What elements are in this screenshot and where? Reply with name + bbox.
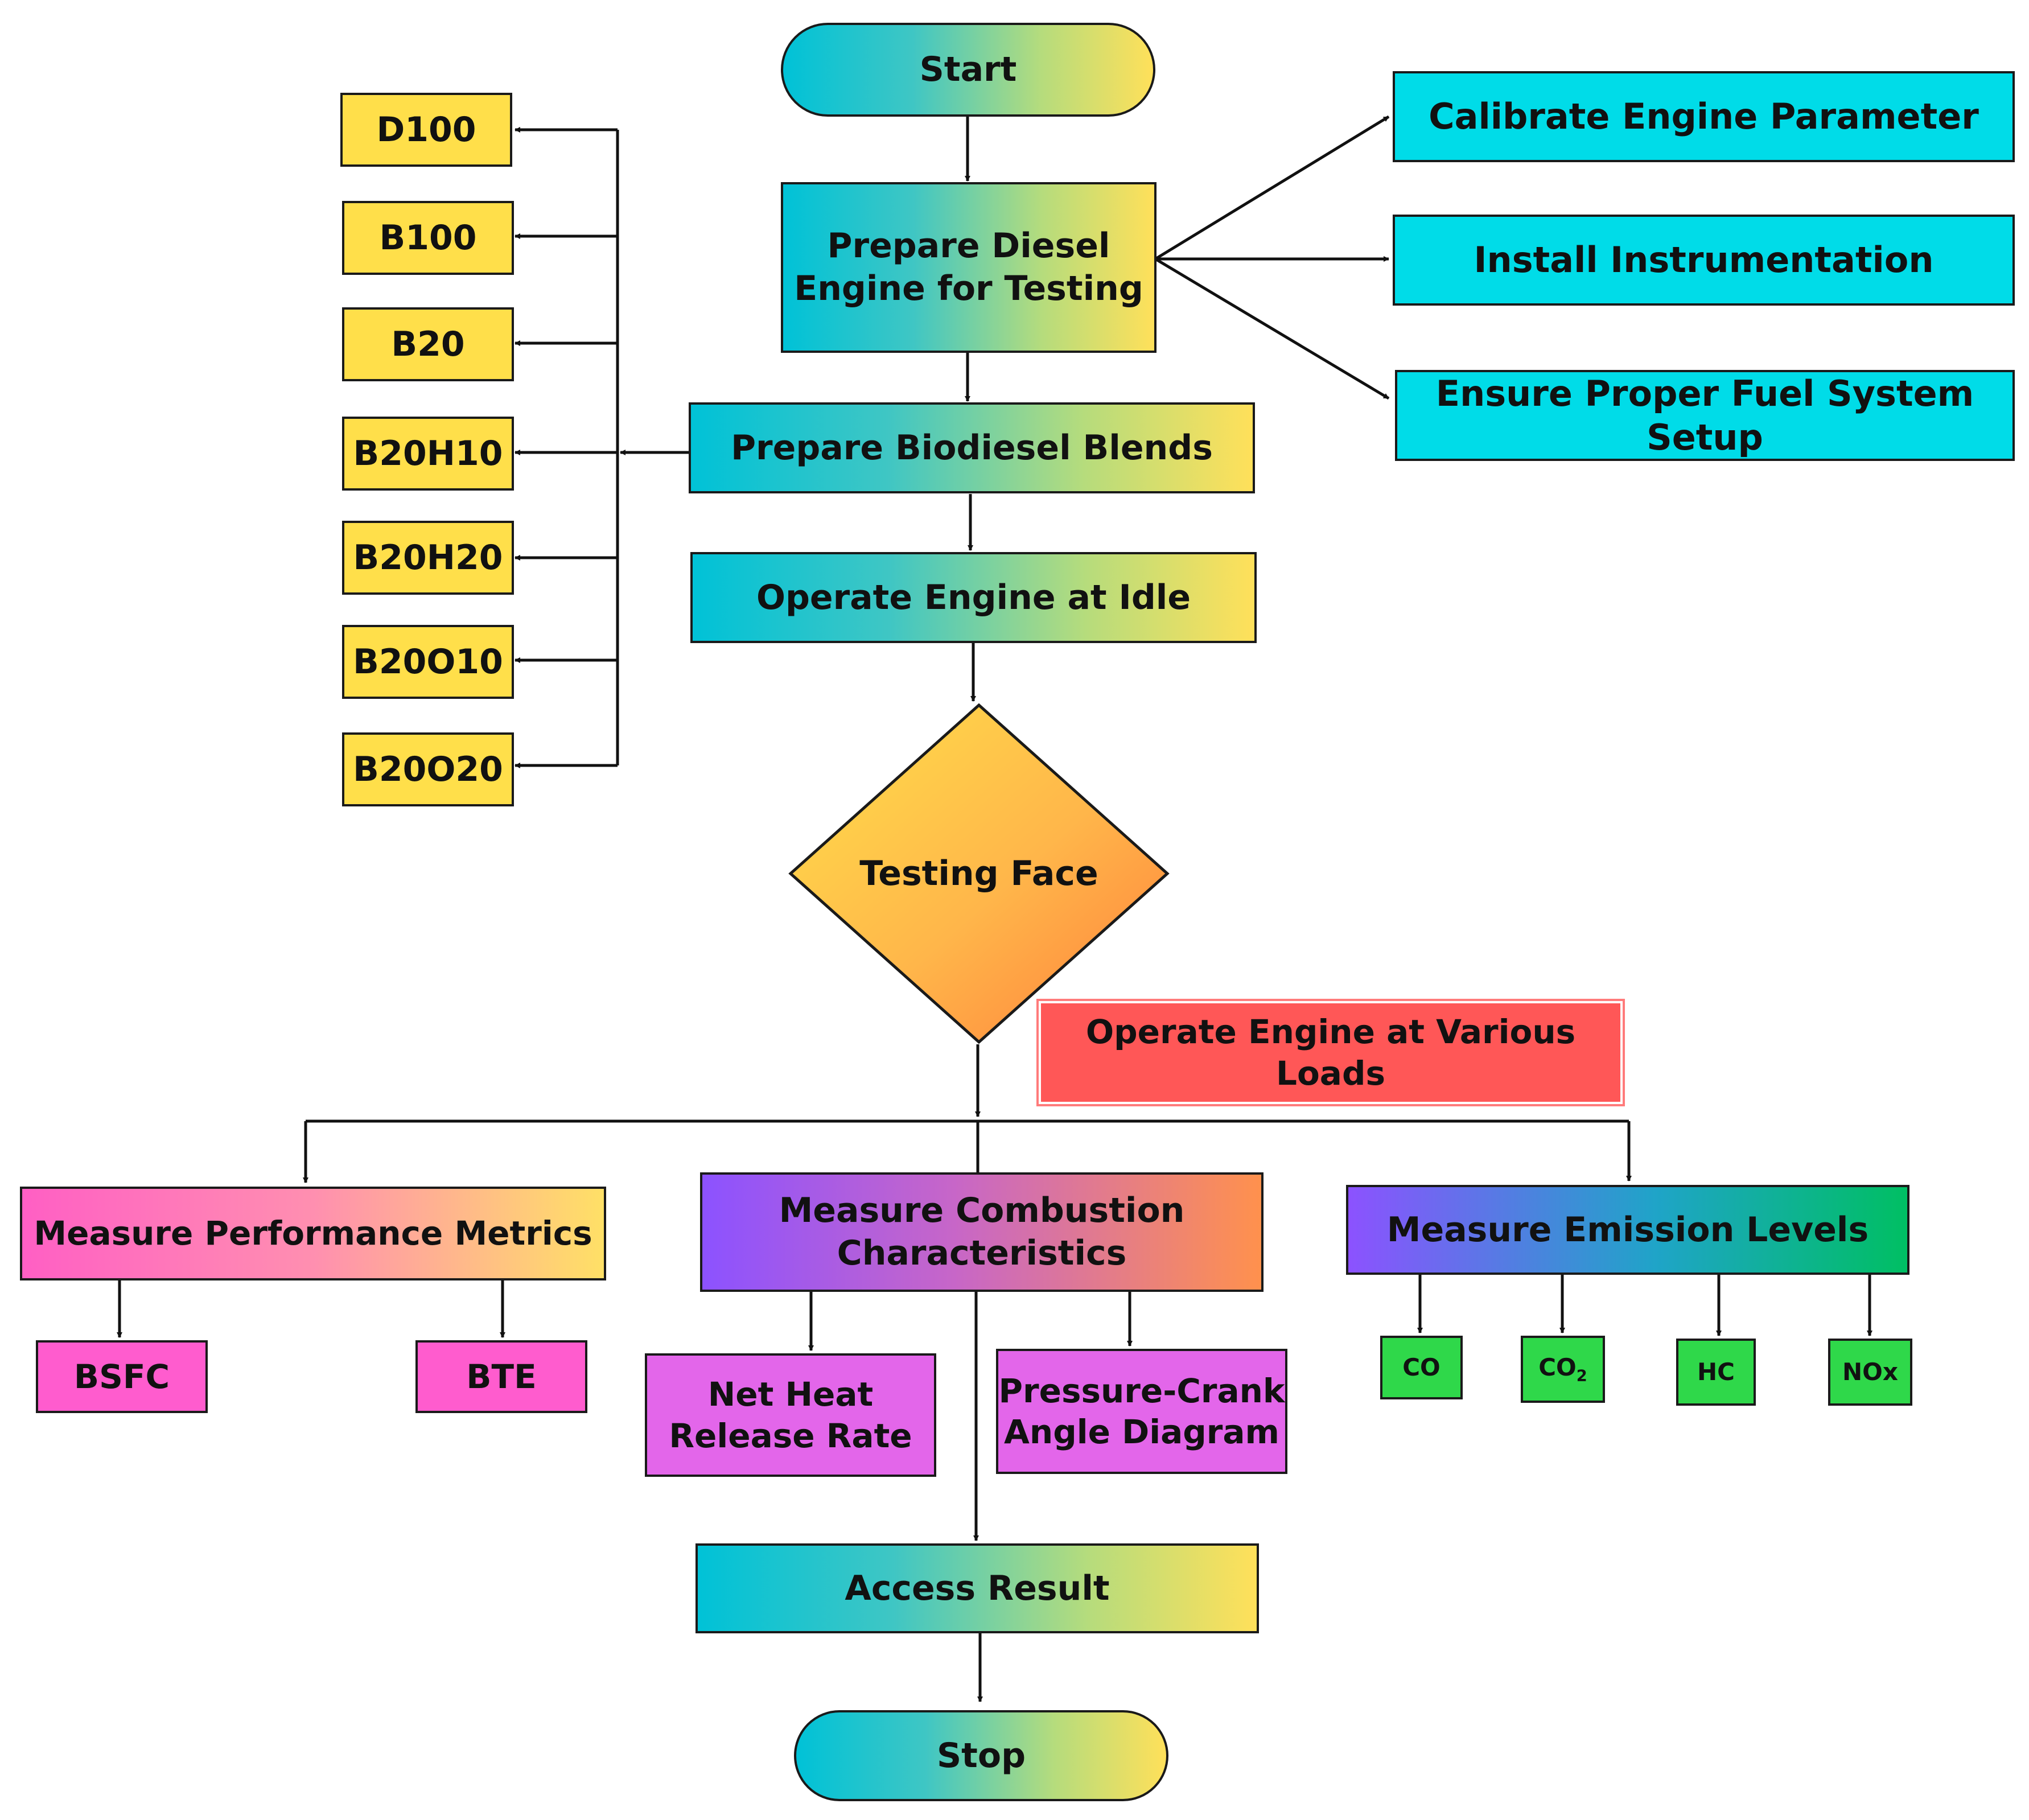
install-node: Install Instrumentation — [1393, 215, 2015, 306]
blend-label: B20H20 — [353, 537, 503, 578]
access-result-node: Access Result — [695, 1543, 1259, 1633]
performance-node: Measure Performance Metrics — [20, 1187, 606, 1280]
net-heat-node: Net Heat Release Rate — [645, 1353, 936, 1477]
prepare-engine-label: Prepare Diesel Engine for Testing — [794, 226, 1143, 308]
net-heat-label: Net Heat Release Rate — [669, 1375, 912, 1455]
edge-prepare-calibrate — [1154, 115, 1390, 261]
co2-node: CO2 — [1521, 1336, 1605, 1403]
diamond-shape — [788, 703, 1170, 1044]
stop-node: Stop — [794, 1710, 1168, 1801]
blend-label: D100 — [376, 109, 476, 150]
prepare-blends-label: Prepare Biodiesel Blends — [731, 427, 1213, 468]
blend-d100: D100 — [340, 93, 512, 167]
edge-prepare-fuel — [1154, 257, 1390, 400]
combustion-label: Measure Combustion Characteristics — [779, 1191, 1185, 1273]
testing-face-label: Testing Face — [859, 854, 1098, 893]
blend-label: B20 — [391, 324, 465, 364]
blend-b20h20: B20H20 — [342, 521, 514, 595]
bsfc-label: BSFC — [73, 1357, 170, 1396]
nox-label: NOx — [1842, 1357, 1898, 1386]
access-result-label: Access Result — [845, 1568, 1110, 1608]
hc-label: HC — [1697, 1357, 1735, 1386]
pressure-crank-node: Pressure-Crank Angle Diagram — [996, 1349, 1287, 1474]
hc-node: HC — [1676, 1339, 1756, 1406]
co-label: CO — [1402, 1353, 1441, 1381]
calibrate-label: Calibrate Engine Parameter — [1429, 96, 1979, 138]
various-loads-node: Operate Engine at Various Loads — [1041, 1003, 1620, 1102]
blend-label: B20O20 — [353, 749, 503, 789]
blend-b100: B100 — [342, 201, 514, 275]
prepare-blends-node: Prepare Biodiesel Blends — [689, 402, 1255, 493]
co-node: CO — [1380, 1336, 1463, 1399]
emission-node: Measure Emission Levels — [1346, 1185, 1909, 1275]
bte-label: BTE — [466, 1357, 537, 1396]
combustion-node: Measure Combustion Characteristics — [700, 1172, 1264, 1292]
blend-label: B20O10 — [353, 641, 503, 682]
install-label: Install Instrumentation — [1474, 239, 1934, 281]
co2-subscript: 2 — [1576, 1367, 1587, 1385]
blend-b20: B20 — [342, 307, 514, 381]
emission-label: Measure Emission Levels — [1386, 1209, 1869, 1250]
operate-idle-label: Operate Engine at Idle — [756, 577, 1191, 617]
blend-b20o10: B20O10 — [342, 625, 514, 699]
co2-label: CO2 — [1538, 1353, 1587, 1385]
bsfc-node: BSFC — [36, 1340, 208, 1413]
start-node: Start — [781, 23, 1155, 117]
operate-idle-node: Operate Engine at Idle — [690, 552, 1257, 643]
fuel-system-label: Ensure Proper Fuel System Setup — [1435, 372, 1974, 459]
stop-label: Stop — [936, 1735, 1026, 1776]
fuel-system-node: Ensure Proper Fuel System Setup — [1395, 370, 2015, 461]
blend-b20h10: B20H10 — [342, 417, 514, 491]
blend-label: B20H10 — [353, 433, 503, 473]
nox-node: NOx — [1828, 1339, 1912, 1406]
various-loads-label: Operate Engine at Various Loads — [1085, 1012, 1576, 1093]
performance-label: Measure Performance Metrics — [34, 1214, 592, 1253]
calibrate-node: Calibrate Engine Parameter — [1393, 71, 2015, 162]
start-label: Start — [919, 50, 1017, 89]
prepare-engine-node: Prepare Diesel Engine for Testing — [781, 182, 1157, 353]
blend-b20o20: B20O20 — [342, 732, 514, 806]
blend-label: B100 — [379, 217, 477, 258]
pressure-crank-label: Pressure-Crank Angle Diagram — [998, 1371, 1285, 1452]
bte-node: BTE — [415, 1340, 587, 1413]
testing-face-decision: Testing Face — [788, 703, 1170, 1044]
